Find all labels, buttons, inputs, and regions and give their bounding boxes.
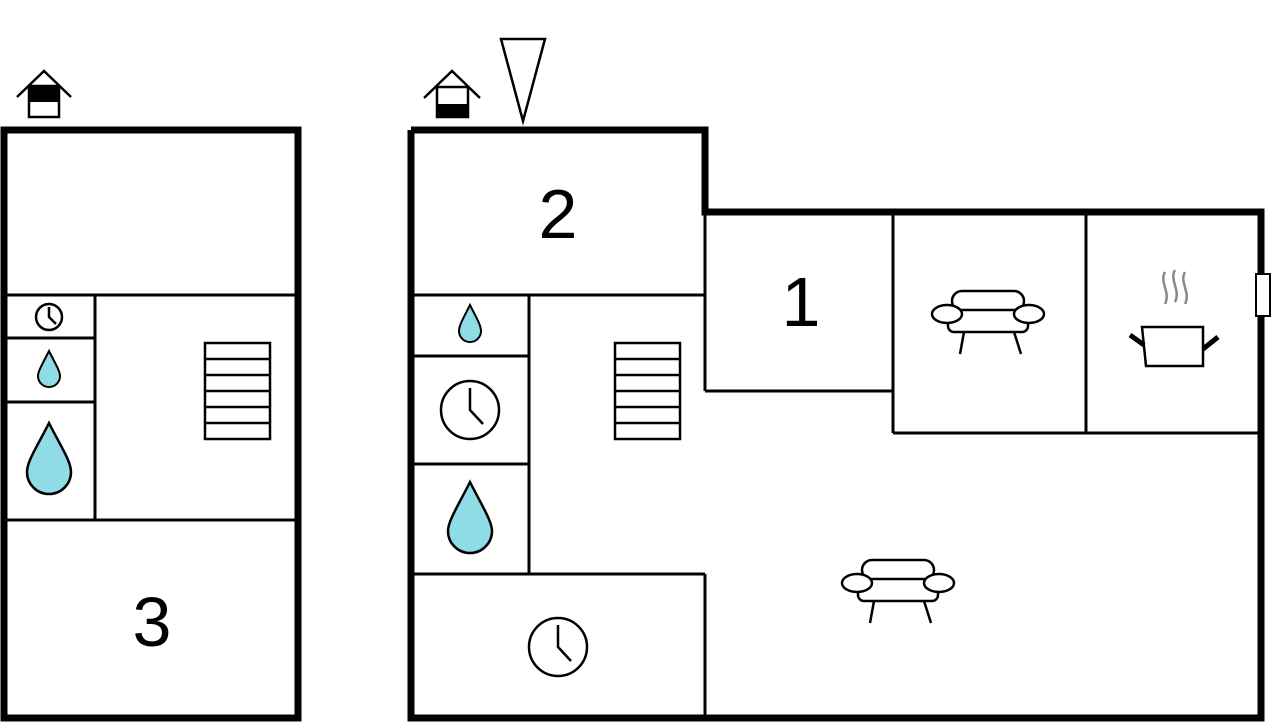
cooking-pot-icon xyxy=(1128,269,1220,368)
outer-wall xyxy=(407,126,1265,722)
floor-right: 2 1 xyxy=(407,37,1271,722)
sofa-icon xyxy=(840,558,956,624)
stairs-icon xyxy=(203,341,272,441)
water-drop-icon xyxy=(457,302,483,343)
sofa-icon xyxy=(930,289,1046,355)
room-number: 2 xyxy=(539,175,578,253)
stairs-icon xyxy=(613,341,682,441)
window-icon xyxy=(1255,273,1271,317)
clock-icon xyxy=(439,379,501,441)
north-arrow-icon xyxy=(499,37,547,126)
outer-wall xyxy=(0,126,302,722)
floor-left: 3 xyxy=(0,69,302,722)
clock-icon xyxy=(34,302,64,332)
clock-icon xyxy=(527,616,589,678)
room-number: 1 xyxy=(782,263,821,341)
entrance-icon xyxy=(423,69,481,119)
room-number: 3 xyxy=(133,583,172,661)
water-drop-icon xyxy=(36,348,62,388)
entrance-icon xyxy=(16,69,72,119)
water-drop-icon xyxy=(25,420,73,496)
water-drop-icon xyxy=(446,479,494,555)
